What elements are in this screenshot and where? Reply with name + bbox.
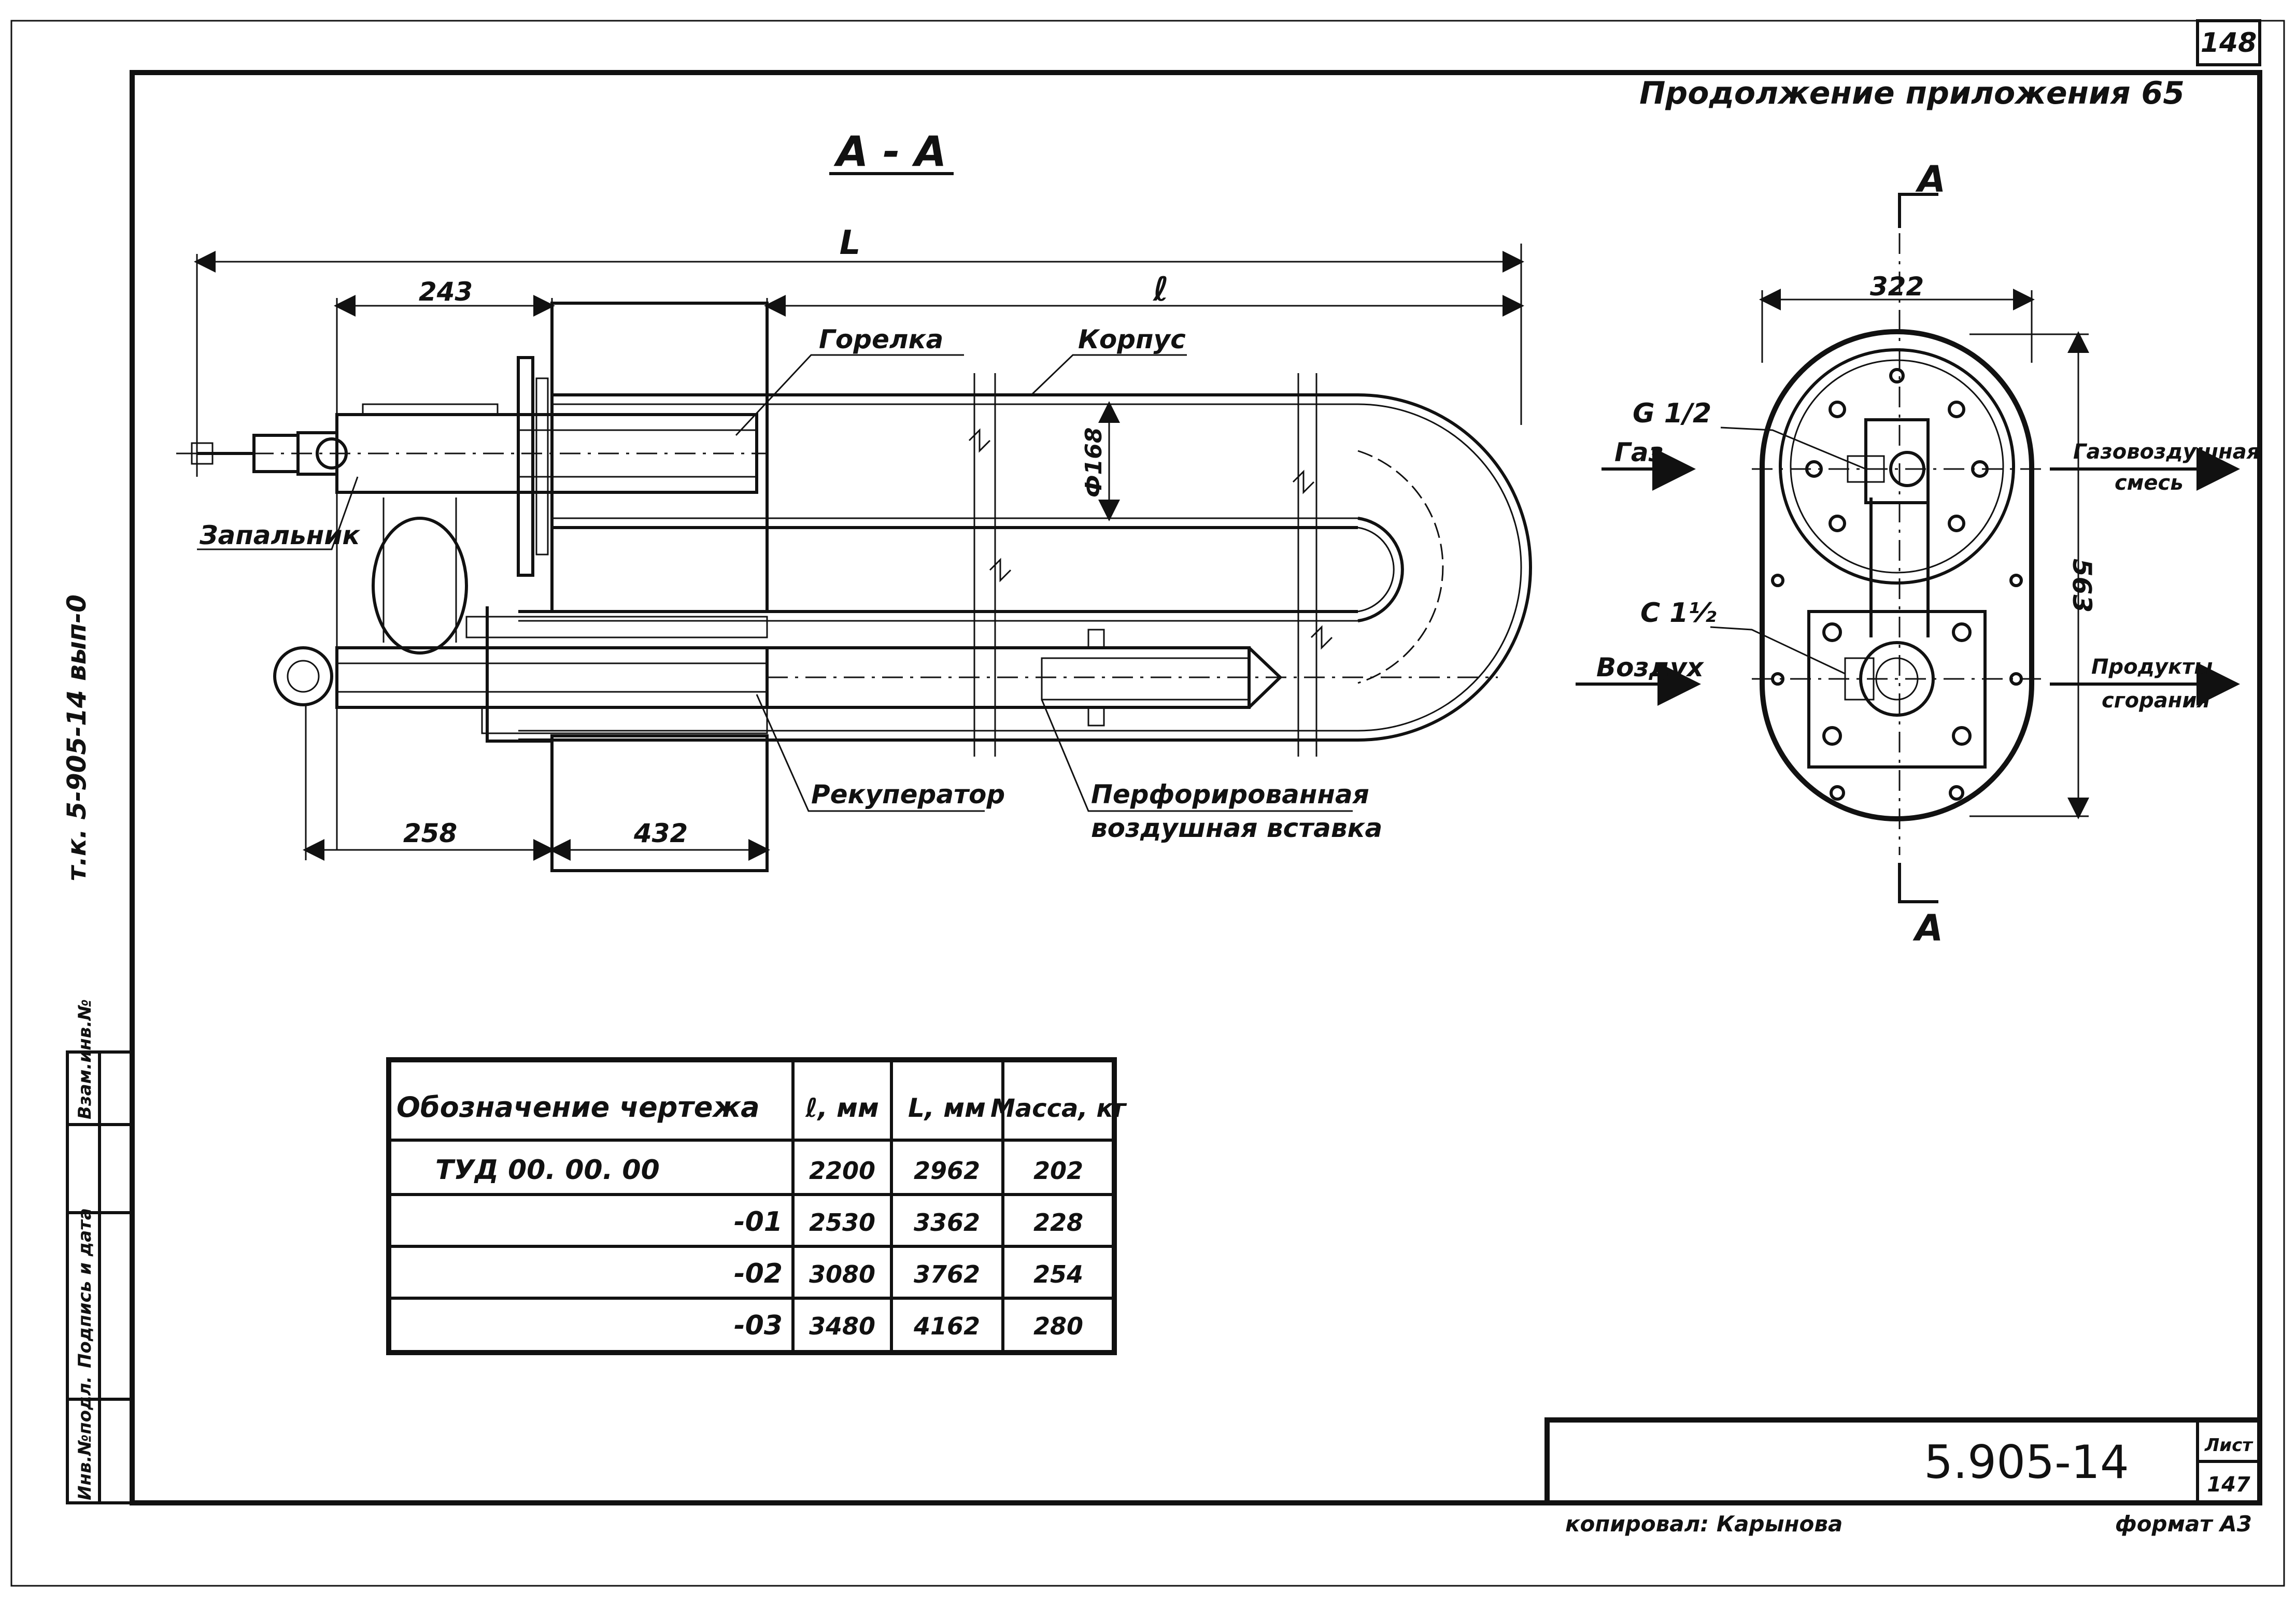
outer-trim-border [10, 20, 2285, 1587]
row-l: 3080 [809, 1260, 875, 1288]
outlet-mixture-line1: Газовоздушная [2073, 440, 2260, 464]
section-view: А - А L 243 ℓ [176, 127, 1532, 872]
refractory-upper [550, 302, 769, 613]
dim-258: 258 [403, 818, 457, 848]
row-l: 2200 [809, 1157, 875, 1185]
inlet-air: Воздух [1596, 652, 1704, 683]
row-designation: -01 [734, 1206, 783, 1238]
inlet-gas: Газ [1614, 437, 1664, 467]
table-row: ТУД 00. 00. 00 2200 2962 202 [435, 1155, 1083, 1186]
drawing-frame [130, 70, 2262, 1505]
label-recuperator: Рекуператор [811, 779, 1005, 809]
row-mass: 202 [1033, 1157, 1083, 1185]
table-row: -01 2530 3362 228 [734, 1206, 1083, 1238]
table-row: -02 3080 3762 254 [734, 1258, 1083, 1289]
table-header-mass: Масса, кг [990, 1094, 1127, 1123]
u-bend-inner-2 [1357, 527, 1395, 613]
thread-air: C 1½ [1640, 598, 1716, 629]
sheet-number: 147 [2207, 1473, 2250, 1497]
row-L: 2962 [914, 1157, 980, 1185]
dim-L: L [840, 224, 861, 262]
row-l: 2530 [809, 1209, 875, 1237]
label-insert-line2: воздушная вставка [1091, 813, 1382, 843]
row-designation: ТУД 00. 00. 00 [435, 1155, 660, 1186]
cut-mark-bottom: А [1912, 907, 1943, 949]
bolt-holes [1771, 368, 2023, 801]
table-header-l: ℓ, мм [805, 1093, 879, 1123]
recuperator [335, 646, 769, 709]
spec-table: Обозначение чертежа ℓ, мм L, мм Масса, к… [386, 1057, 1127, 1355]
row-designation: -02 [734, 1258, 783, 1289]
mixing-chamber [372, 517, 468, 655]
row-mass: 254 [1033, 1260, 1083, 1288]
label-igniter: Запальник [199, 520, 360, 550]
dim-432: 432 [633, 818, 688, 848]
row-designation: -03 [734, 1310, 783, 1341]
page-number-box [2196, 19, 2261, 66]
break-marks [968, 373, 1333, 757]
stamp-cell-inv: Инв.№подл. [75, 1376, 95, 1500]
u-bend-outer-2 [1357, 403, 1522, 732]
label-insert-line1: Перфорированная [1091, 779, 1369, 809]
row-L: 3362 [914, 1209, 980, 1237]
stamp-cell-replace: Взам.инв.№ [75, 999, 95, 1119]
u-bend-outer [1357, 393, 1532, 742]
sheet-header: Продолжение приложения 65 [1639, 75, 2185, 111]
side-view: А А 322 563 [1576, 158, 2260, 949]
cut-mark-top: А [1915, 158, 1946, 201]
dim-243: 243 [419, 277, 473, 307]
side-note: т.к. 5-905-14 вып-0 [62, 594, 92, 881]
section-title: А - А [833, 127, 947, 176]
label-body: Корпус [1078, 324, 1186, 354]
label-burner: Горелка [819, 324, 943, 354]
flange-circle [1779, 348, 2015, 585]
row-mass: 280 [1033, 1312, 1083, 1340]
row-L: 3762 [914, 1260, 980, 1288]
stamp-cell-sign: Подпись и дата [75, 1208, 95, 1368]
dim-l: ℓ [1153, 271, 1169, 309]
page-number: 148 [2201, 27, 2257, 59]
dim-diameter: Ф168 [1081, 428, 1107, 498]
row-L: 4162 [913, 1312, 980, 1340]
outlet-products-line2: сгорания [2102, 689, 2210, 713]
table-header-L: L, мм [908, 1093, 986, 1123]
housing-outline [1760, 329, 2034, 821]
outlet-products-line1: Продукты [2091, 655, 2213, 679]
dim-width: 322 [1870, 272, 1924, 302]
thread-gas: G 1/2 [1633, 398, 1711, 429]
paper-format: формат А3 [2115, 1511, 2252, 1537]
table-row: -03 3480 4162 280 [734, 1310, 1083, 1341]
u-bend-inner [1357, 517, 1404, 622]
row-l: 3480 [809, 1312, 875, 1340]
title-block [1544, 1417, 2262, 1505]
side-stamp: Инв.№подл. Подпись и дата Взам.инв.№ [66, 999, 134, 1504]
row-mass: 228 [1033, 1209, 1083, 1237]
table-header-designation: Обозначение чертежа [396, 1091, 760, 1124]
copied-by: копировал: Карынова [1565, 1511, 1843, 1537]
air-plate [1807, 610, 1987, 769]
sheet-label: Лист [2204, 1435, 2254, 1456]
outlet-mixture-line2: смесь [2115, 471, 2184, 495]
dim-height: 563 [2067, 559, 2097, 613]
doc-code: 5.905-14 [1924, 1436, 2129, 1489]
